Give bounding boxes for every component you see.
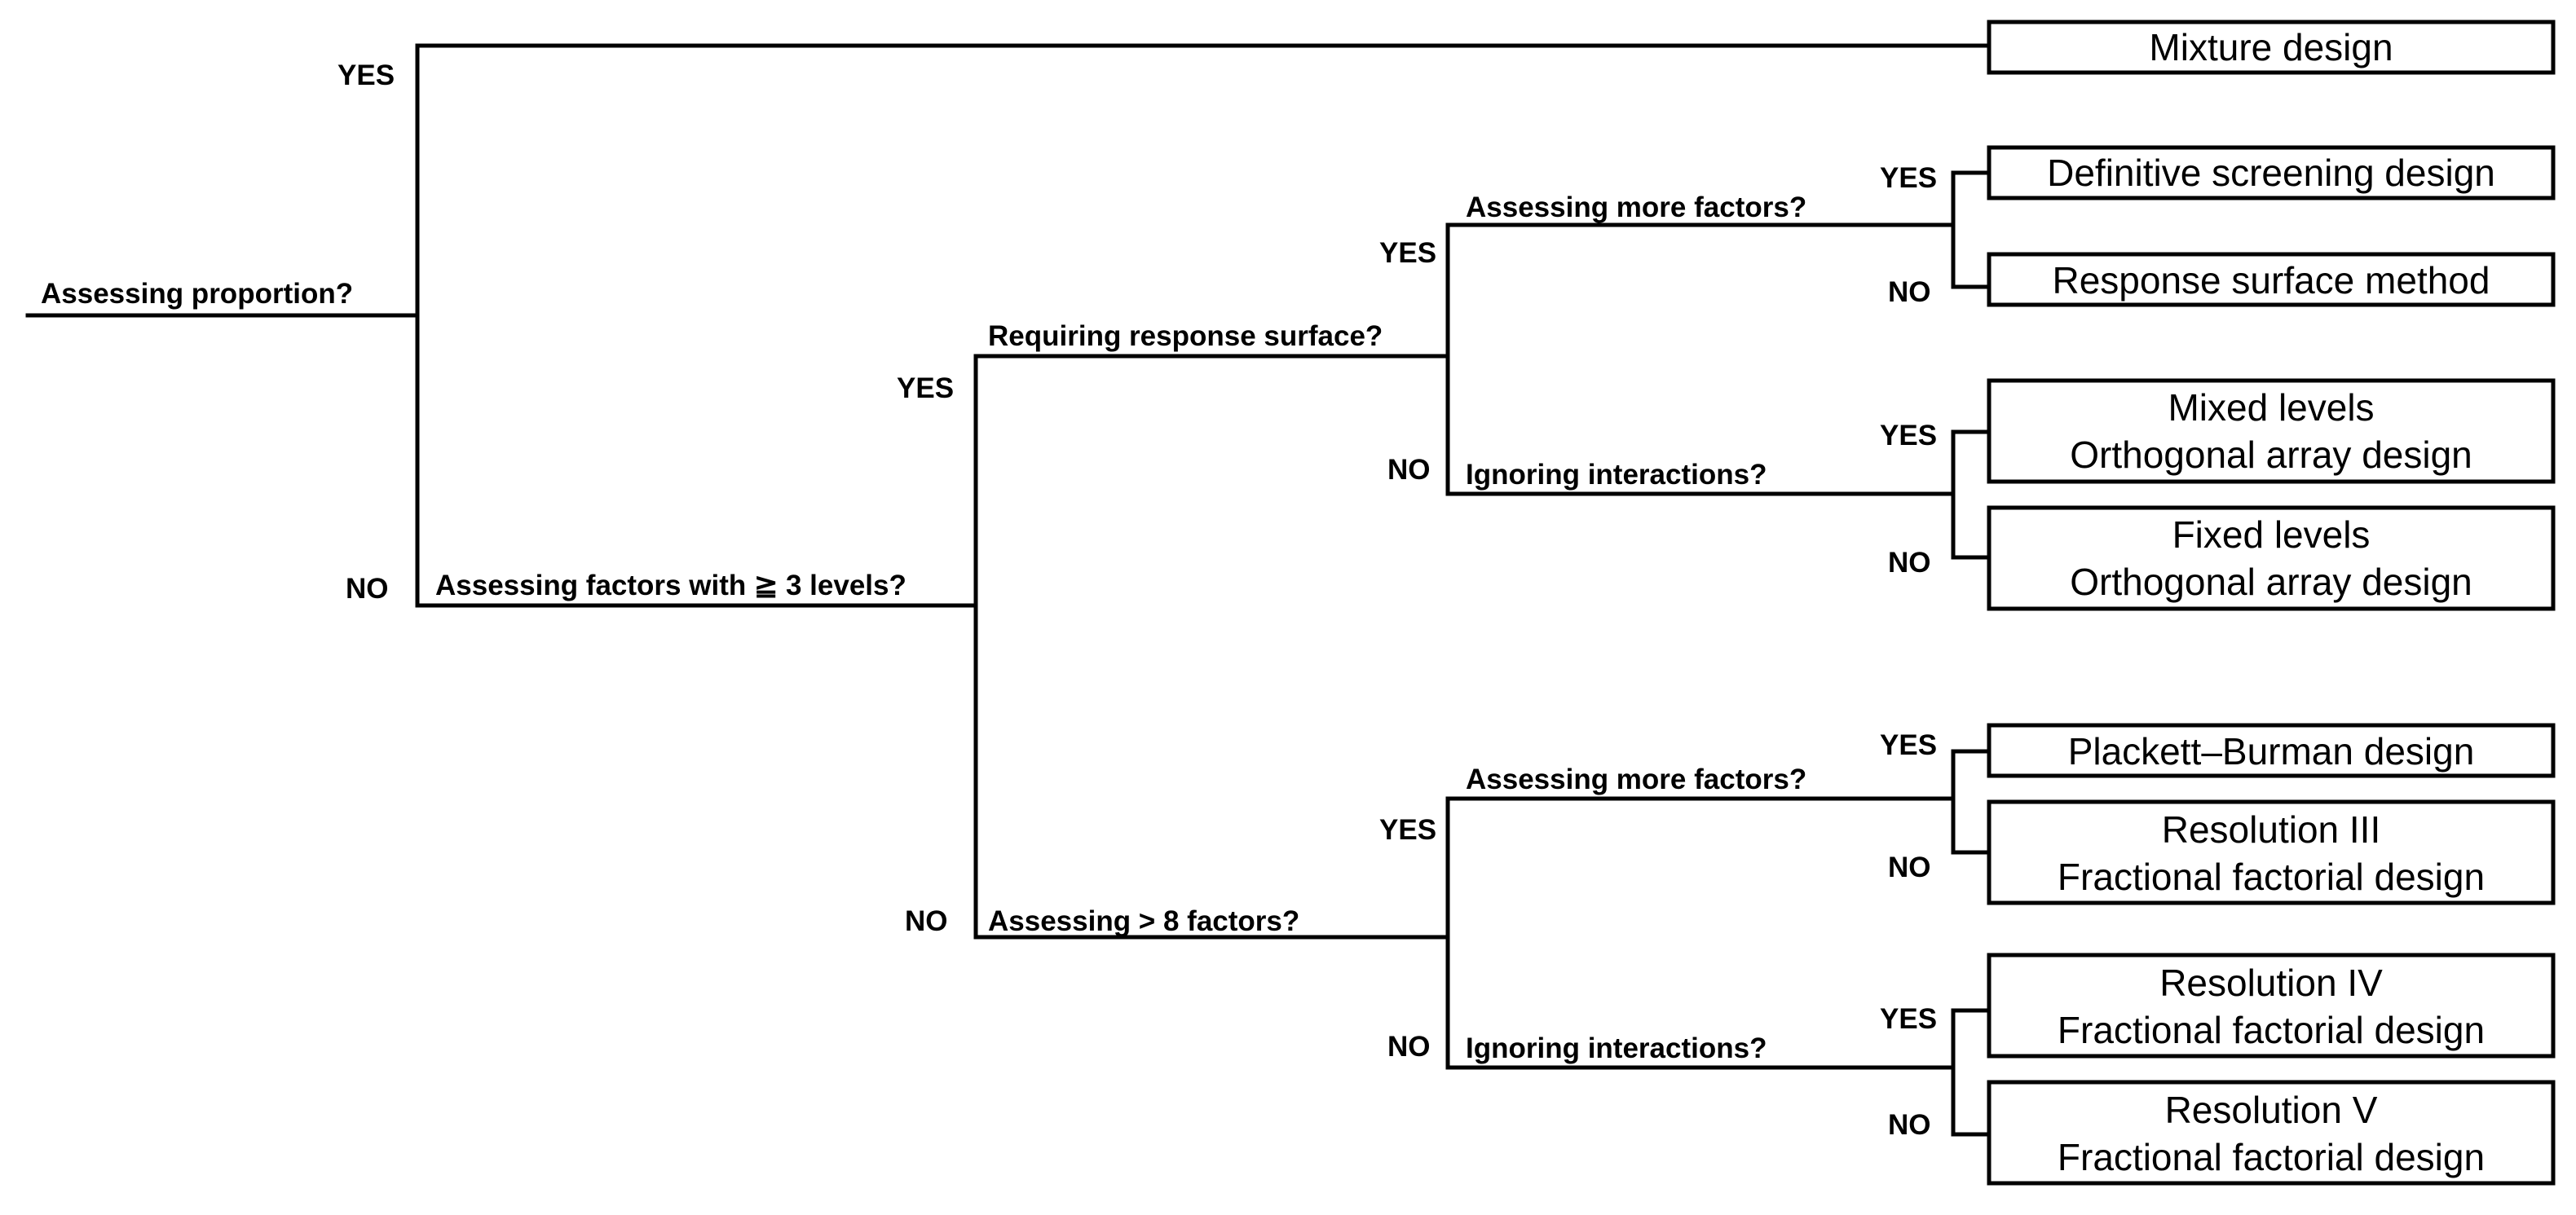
outcome-mixed-levels-oa: Mixed levels Orthogonal array design bbox=[1987, 378, 2556, 484]
outcome-box bbox=[1987, 799, 2556, 905]
label-no-q3: NO bbox=[1387, 454, 1431, 486]
outcome-response-surface-method: Response surface method bbox=[1987, 252, 2556, 307]
label-yes-q6: YES bbox=[1379, 814, 1436, 846]
outcome-definitive-screening: Definitive screening design bbox=[1987, 145, 2556, 200]
outcome-plackett-burman: Plackett–Burman design bbox=[1987, 723, 2556, 778]
question-ignoring-interactions-upper: Ignoring interactions? bbox=[1466, 459, 1767, 491]
outcome-line-2: Orthogonal array design bbox=[2070, 434, 2472, 476]
question-more-factors-upper: Assessing more factors? bbox=[1466, 191, 1806, 223]
outcome-resolution-iv: Resolution IV Fractional factorial desig… bbox=[1987, 953, 2556, 1059]
outcome-box bbox=[1987, 1080, 2556, 1186]
outcome-line-1: Resolution V bbox=[2165, 1089, 2378, 1131]
question-ignoring-interactions-lower: Ignoring interactions? bbox=[1466, 1032, 1767, 1064]
outcome-box bbox=[1987, 20, 2556, 75]
question-more-than-8-factors: Assessing > 8 factors? bbox=[988, 905, 1299, 937]
outcome-line-1: Resolution III bbox=[2162, 808, 2380, 851]
label-no-q6: NO bbox=[1387, 1031, 1431, 1063]
label-no-q2: NO bbox=[905, 905, 948, 937]
outcome-box bbox=[1987, 252, 2556, 307]
question-response-surface: Requiring response surface? bbox=[988, 320, 1383, 352]
question-more-factors-lower: Assessing more factors? bbox=[1466, 764, 1806, 795]
question-labels: Assessing proportion? Assessing factors … bbox=[41, 191, 1806, 1064]
label-no-q1: NO bbox=[346, 573, 389, 605]
outcome-box bbox=[1987, 378, 2556, 484]
outcome-resolution-v: Resolution V Fractional factorial design bbox=[1987, 1080, 2556, 1186]
label-yes-q7: YES bbox=[1880, 729, 1937, 761]
label-yes-q3: YES bbox=[1379, 237, 1436, 269]
label-no-q8: NO bbox=[1888, 1109, 1931, 1141]
outcome-box bbox=[1987, 505, 2556, 611]
label-yes-q8: YES bbox=[1880, 1003, 1937, 1035]
outcome-line-2: Orthogonal array design bbox=[2070, 561, 2472, 603]
tree-edges bbox=[25, 43, 1992, 1137]
outcome-line-1: Resolution IV bbox=[2159, 962, 2383, 1004]
outcome-line-2: Fractional factorial design bbox=[2058, 1136, 2485, 1178]
outcome-line-1: Mixed levels bbox=[2168, 386, 2374, 429]
label-yes-q4: YES bbox=[1880, 162, 1937, 194]
outcome-line-2: Fractional factorial design bbox=[2058, 856, 2485, 898]
outcome-boxes: Mixture design Definitive screening desi… bbox=[1987, 20, 2556, 1186]
outcome-fixed-levels-oa: Fixed levels Orthogonal array design bbox=[1987, 505, 2556, 611]
outcome-resolution-iii: Resolution III Fractional factorial desi… bbox=[1987, 799, 2556, 905]
outcome-line-1: Response surface method bbox=[2053, 259, 2490, 302]
outcome-mixture-design: Mixture design bbox=[1987, 20, 2556, 75]
outcome-box bbox=[1987, 723, 2556, 778]
question-factors-3-levels: Assessing factors with ≧ 3 levels? bbox=[435, 570, 906, 601]
outcome-box bbox=[1987, 145, 2556, 200]
outcome-line-1: Definitive screening design bbox=[2047, 152, 2495, 194]
outcome-line-1: Plackett–Burman design bbox=[2068, 730, 2475, 773]
label-no-q4: NO bbox=[1888, 276, 1931, 308]
outcome-line-1: Mixture design bbox=[2149, 26, 2393, 68]
outcome-line-1: Fixed levels bbox=[2172, 513, 2371, 556]
label-yes-q5: YES bbox=[1880, 420, 1937, 451]
label-yes-q2: YES bbox=[897, 372, 954, 404]
outcome-box bbox=[1987, 953, 2556, 1059]
label-no-q7: NO bbox=[1888, 852, 1931, 883]
answer-labels: YES NO YES NO YES NO YES NO YES NO YES N… bbox=[337, 59, 1937, 1141]
outcome-line-2: Fractional factorial design bbox=[2058, 1009, 2485, 1051]
label-no-q5: NO bbox=[1888, 547, 1931, 579]
label-yes-q1: YES bbox=[337, 59, 395, 91]
question-assessing-proportion: Assessing proportion? bbox=[41, 278, 353, 310]
